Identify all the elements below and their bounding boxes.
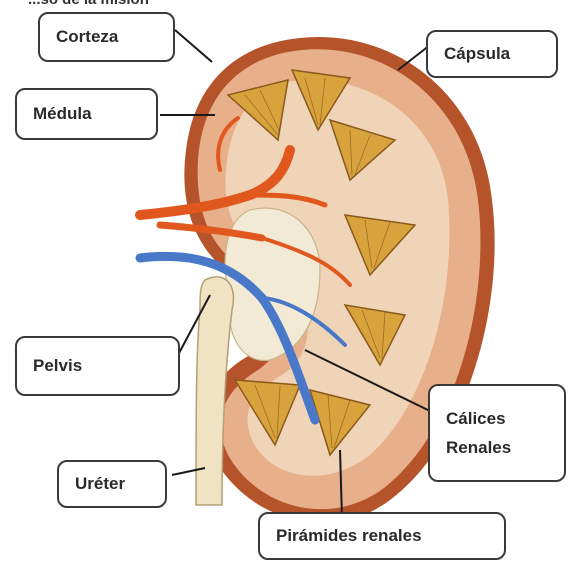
label-piramides-text: Pirámides renales xyxy=(276,525,422,546)
label-calices-line1: Cálices xyxy=(446,408,506,429)
label-capsula: Cápsula xyxy=(426,30,558,78)
label-medula-text: Médula xyxy=(33,103,92,124)
label-calices-line2: Renales xyxy=(446,437,511,458)
label-corteza: Corteza xyxy=(38,12,175,62)
label-corteza-text: Corteza xyxy=(56,26,118,47)
label-ureter-text: Uréter xyxy=(75,473,125,494)
label-ureter: Uréter xyxy=(57,460,167,508)
label-medula: Médula xyxy=(15,88,158,140)
leader-corteza xyxy=(175,30,212,62)
label-pelvis: Pelvis xyxy=(15,336,180,396)
label-calices-renales: Cálices Renales xyxy=(428,384,566,482)
label-pelvis-text: Pelvis xyxy=(33,355,82,376)
label-piramides-renales: Pirámides renales xyxy=(258,512,506,560)
label-capsula-text: Cápsula xyxy=(444,43,510,64)
